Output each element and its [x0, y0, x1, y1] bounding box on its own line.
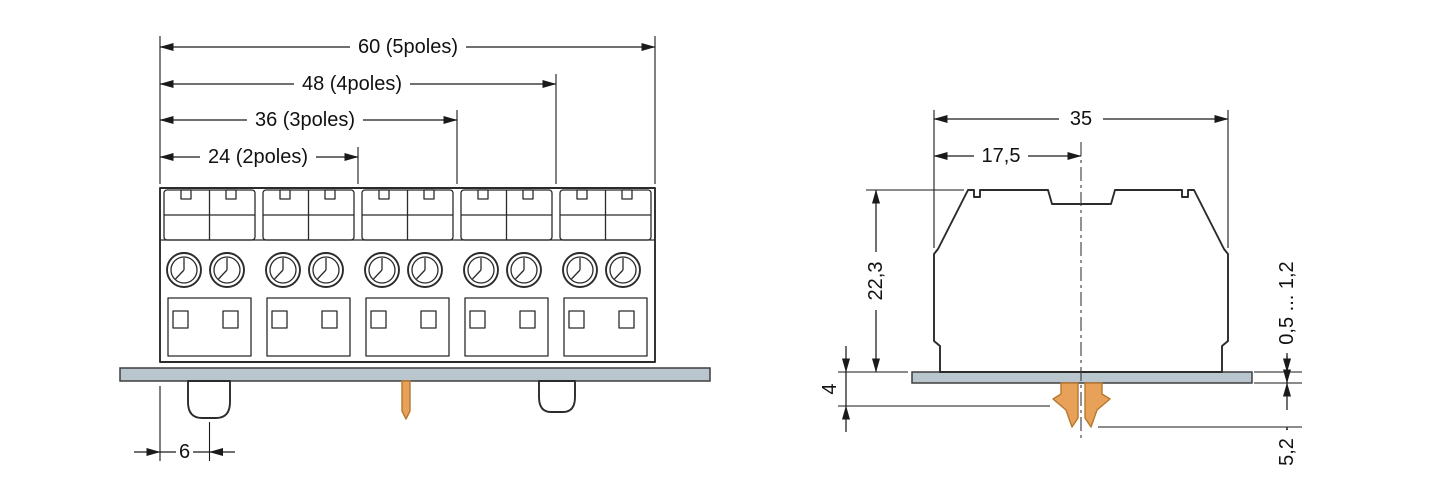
snap-barb-right	[1084, 382, 1111, 428]
mounting-plate-front	[119, 367, 711, 382]
dim-label-panel: 0,5 ... 1,2	[1276, 261, 1298, 344]
snap-barb-left	[1052, 382, 1079, 428]
dim-label-24: 24 (2poles)	[208, 146, 308, 168]
dim-label-5-2: 5,2	[1276, 438, 1298, 466]
dim-label-17-5: 17,5	[982, 145, 1021, 167]
dim-label-48: 48 (4poles)	[302, 73, 402, 95]
side-view: 35 17,5 22,3 4 0,5 ... 1,2 5,	[819, 107, 1302, 474]
snap-foot-left	[187, 380, 231, 419]
dim-label-36: 36 (3poles)	[255, 109, 355, 131]
dim-label-60: 60 (5poles)	[358, 36, 458, 58]
dim-label-35: 35	[1070, 108, 1092, 130]
dim-label-6: 6	[179, 441, 190, 463]
mounting-plate-side	[911, 371, 1253, 384]
dim-label-22-3: 22,3	[865, 262, 887, 301]
front-view: 60 (5poles) 48 (4poles) 36 (3poles) 24 (…	[119, 35, 711, 463]
locking-pin	[401, 380, 411, 420]
snap-foot-right	[538, 380, 576, 413]
dim-label-4: 4	[819, 383, 841, 394]
